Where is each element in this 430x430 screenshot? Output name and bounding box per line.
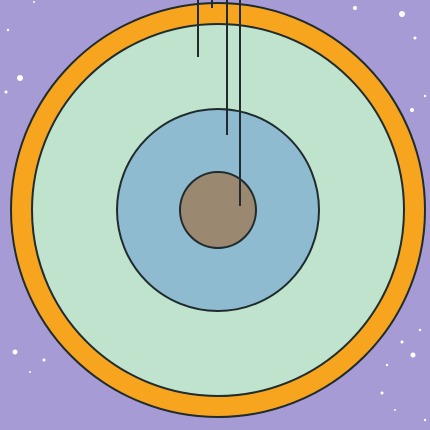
star (17, 75, 23, 81)
star (424, 95, 426, 97)
star (43, 359, 46, 362)
star (381, 392, 384, 395)
star (13, 350, 18, 355)
star (29, 371, 31, 373)
star (419, 329, 421, 331)
star (394, 409, 396, 411)
star (411, 353, 416, 358)
star (33, 1, 35, 3)
star (410, 108, 414, 112)
core-layer (180, 172, 256, 248)
star (5, 91, 8, 94)
star (353, 6, 357, 10)
star (399, 11, 405, 17)
star (401, 341, 404, 344)
star (414, 37, 417, 40)
star (7, 29, 9, 31)
star (386, 364, 388, 366)
star (424, 419, 426, 421)
